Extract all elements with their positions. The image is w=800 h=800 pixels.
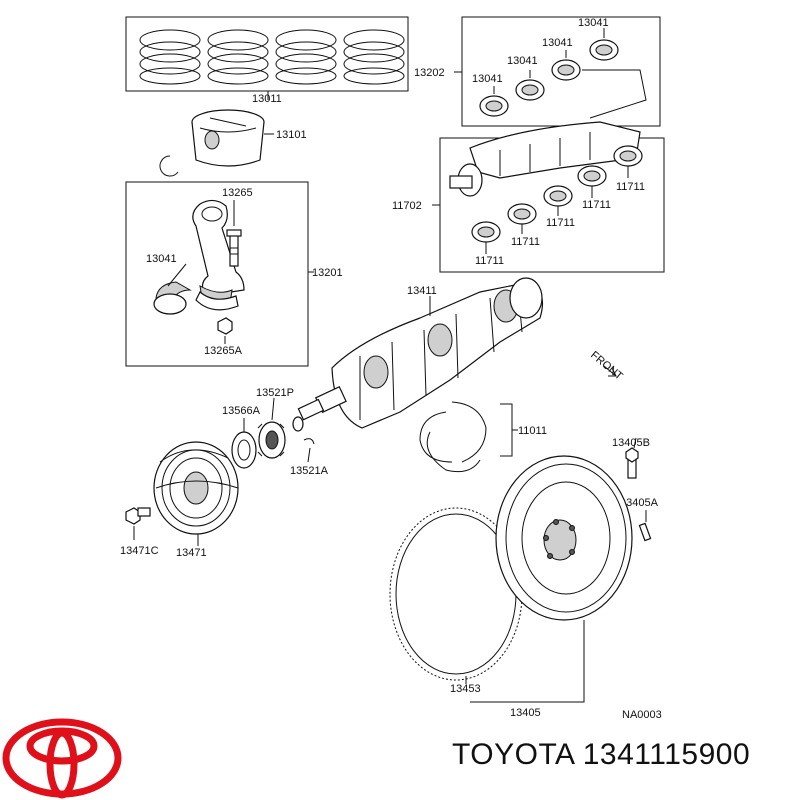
callout-13405A: 13405A — [620, 497, 659, 509]
piston-ring-set-2 — [207, 29, 269, 85]
crankshaft — [292, 277, 543, 432]
callout-13411: 13411 — [407, 285, 437, 297]
bearing-shell-top-2 — [551, 59, 581, 81]
crank-key — [303, 438, 315, 445]
bearing-shell-top-1 — [589, 39, 619, 61]
crankshaft-ghost — [449, 121, 641, 197]
callout-13471C: 13471C — [120, 545, 159, 557]
piston: 13101 — [191, 109, 307, 167]
piston-ring-set-3 — [275, 29, 337, 85]
callout-13041-top-4: 13041 — [472, 73, 503, 85]
callout-13101: 13101 — [276, 129, 307, 141]
callout-11702: 11702 — [392, 200, 422, 212]
flywheel — [495, 455, 633, 621]
callout-13011: 13011 — [252, 93, 282, 105]
piston-ring-set-1 — [139, 29, 201, 85]
callout-13521A: 13521A — [290, 465, 329, 477]
main-bearing-shell-3 — [543, 185, 573, 207]
bearing-shell-top-3 — [515, 79, 545, 101]
brand-part-number: TOYOTA 1341115900 — [452, 738, 751, 771]
callout-11711-3: 11711 — [546, 217, 575, 229]
piston-pin-clip — [159, 155, 179, 177]
connecting-rod-group: 13201 13265 13041 13265A — [125, 181, 343, 367]
callout-11011: 11011 — [518, 425, 547, 437]
main-bearing-shell-4 — [507, 203, 537, 225]
callout-11711-2: 11711 — [582, 199, 611, 211]
rod-bolt — [226, 229, 242, 267]
callout-13041-rod: 13041 — [146, 253, 177, 265]
callout-13521P: 13521P — [256, 387, 294, 399]
main-bearing-shell-2 — [577, 165, 607, 187]
pulley-bolt — [125, 507, 151, 525]
callout-13202: 13202 — [414, 67, 445, 79]
callout-13471: 13471 — [176, 547, 207, 559]
front-marker-label: FRONT — [588, 349, 625, 383]
main-bearing-group: 11702 11711 11711 11711 — [392, 121, 665, 273]
callout-13405: 13405 — [510, 707, 541, 719]
callout-13566A: 13566A — [222, 405, 261, 417]
callout-11711-5: 11711 — [475, 255, 504, 267]
piston-ring-set-4 — [343, 29, 405, 85]
flywheel-pin — [638, 522, 652, 542]
callout-13041-top-1: 13041 — [578, 17, 609, 29]
rod-nut — [217, 317, 233, 335]
thrust-washers — [419, 401, 518, 473]
callout-11711-1: 11711 — [616, 181, 645, 193]
bearing-shell-top-4 — [479, 95, 509, 117]
callout-13041-top-3: 13041 — [507, 55, 538, 67]
callout-13453: 13453 — [450, 683, 481, 695]
upper-bearing-group: 13202 13041 13041 13041 13041 — [414, 16, 661, 127]
diagram-code: NA0003 — [622, 709, 662, 721]
callout-11711-4: 11711 — [511, 236, 540, 248]
callout-13265A: 13265A — [204, 345, 243, 357]
crank-pulley — [153, 441, 239, 535]
crank-spacer — [231, 431, 257, 469]
callout-13201: 13201 — [312, 267, 343, 279]
flywheel-bolt — [625, 447, 639, 479]
front-direction-marker: FRONT — [588, 349, 625, 383]
piston-rings-group: 13011 — [125, 16, 409, 105]
callout-13405B: 13405B — [612, 437, 650, 449]
callout-13041-top-2: 13041 — [542, 37, 573, 49]
callout-13265: 13265 — [222, 187, 253, 199]
crank-sprocket — [257, 421, 286, 459]
toyota-logo-icon — [2, 718, 122, 799]
main-bearing-shell-5 — [471, 221, 501, 243]
main-bearing-shell-1 — [613, 145, 643, 167]
